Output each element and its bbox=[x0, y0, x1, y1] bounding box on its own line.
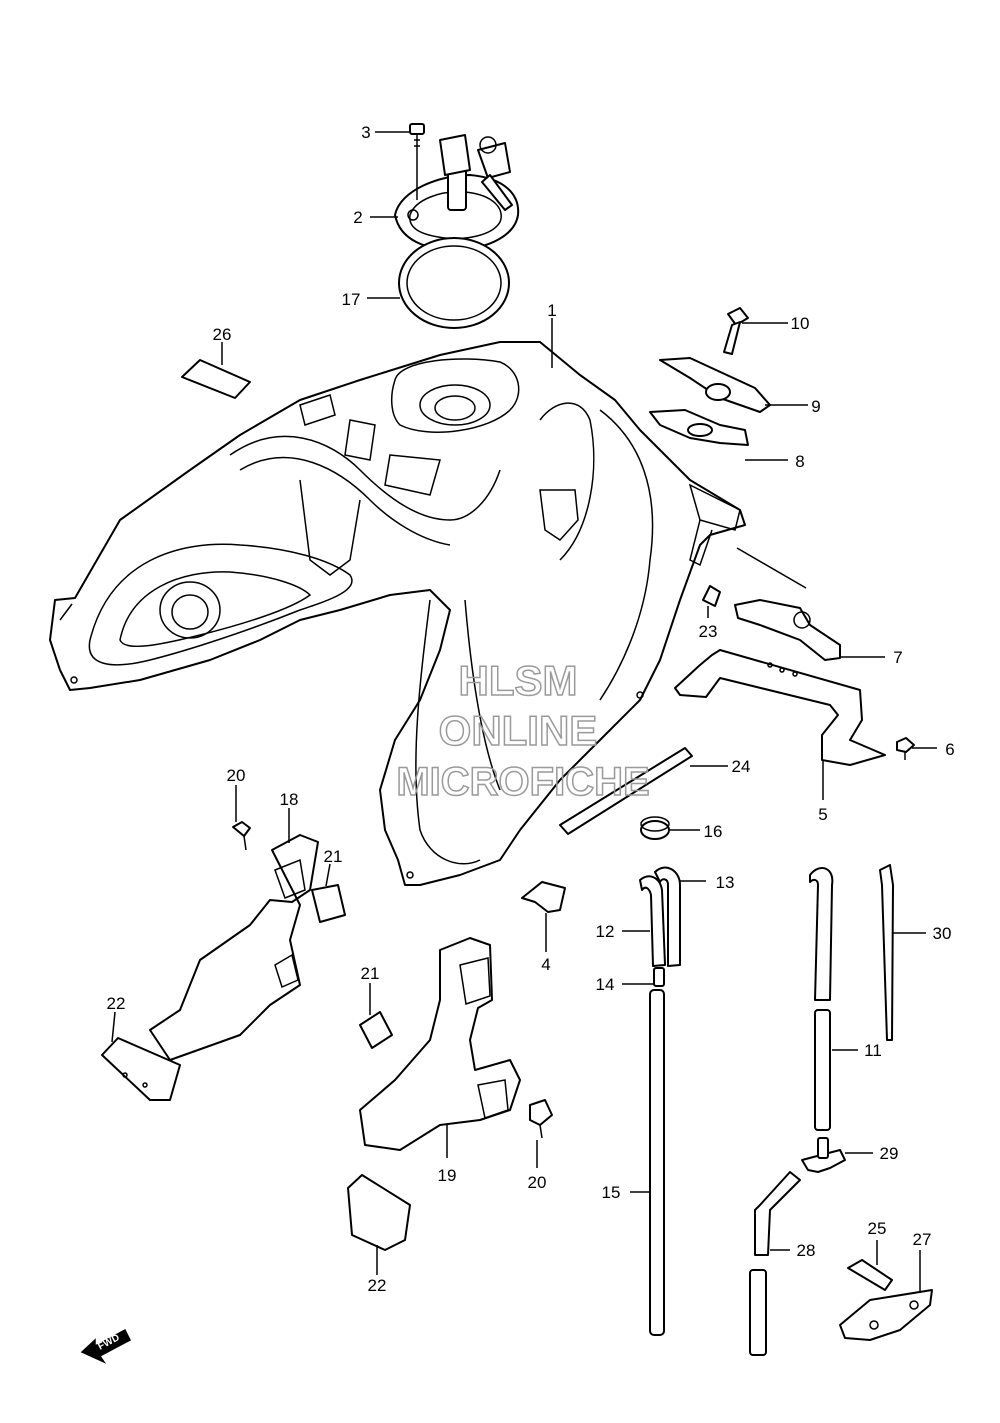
callout-21-lower: 21 bbox=[361, 964, 380, 983]
callout-21-upper: 21 bbox=[324, 847, 343, 866]
callout-6: 6 bbox=[945, 740, 954, 759]
forward-arrow-icon: FWD bbox=[80, 1328, 131, 1364]
right-side-bracket bbox=[347, 937, 553, 1251]
callout-3: 3 bbox=[361, 123, 370, 142]
callout-17: 17 bbox=[342, 290, 361, 309]
callout-24: 24 bbox=[732, 757, 751, 776]
callout-7: 7 bbox=[893, 648, 902, 667]
callout-labels: 1 2 3 4 5 6 7 8 9 10 11 12 13 14 15 16 1… bbox=[107, 123, 955, 1295]
grommet bbox=[640, 816, 670, 840]
hose-clip bbox=[521, 881, 566, 913]
cap-gasket bbox=[398, 237, 510, 329]
fuel-tank bbox=[49, 341, 746, 886]
callout-15: 15 bbox=[602, 1183, 621, 1202]
callout-30: 30 bbox=[933, 924, 952, 943]
watermark-line-3: MICROFICHE bbox=[396, 760, 649, 804]
callout-1: 1 bbox=[547, 301, 556, 320]
callout-29: 29 bbox=[880, 1144, 899, 1163]
rear-bracket-assembly bbox=[674, 585, 915, 766]
foam-strip bbox=[559, 747, 693, 835]
callout-26: 26 bbox=[213, 325, 232, 344]
callout-4: 4 bbox=[541, 955, 550, 974]
callout-13: 13 bbox=[716, 873, 735, 892]
callout-16: 16 bbox=[704, 822, 723, 841]
callout-5: 5 bbox=[818, 805, 827, 824]
callout-8: 8 bbox=[795, 452, 804, 471]
callout-22-lower: 22 bbox=[368, 1276, 387, 1295]
callout-25: 25 bbox=[868, 1219, 887, 1238]
watermark-line-2: ONLINE bbox=[439, 707, 598, 754]
callout-22-left: 22 bbox=[107, 994, 126, 1013]
callout-20-lower: 20 bbox=[528, 1173, 547, 1192]
drain-hoses bbox=[749, 864, 933, 1356]
fuel-cap bbox=[394, 134, 520, 251]
cap-screw bbox=[409, 123, 425, 200]
callout-28: 28 bbox=[797, 1241, 816, 1260]
callout-18: 18 bbox=[280, 790, 299, 809]
callout-14: 14 bbox=[596, 975, 615, 994]
leader-lines bbox=[111, 131, 937, 1293]
callout-10: 10 bbox=[791, 314, 810, 333]
breather-hoses bbox=[639, 866, 681, 1336]
watermark-line-1: HLSM bbox=[459, 657, 578, 704]
callout-20-upper: 20 bbox=[227, 766, 246, 785]
label-pad bbox=[181, 359, 251, 399]
left-side-bracket bbox=[101, 821, 346, 1101]
callout-23: 23 bbox=[699, 622, 718, 641]
callout-2: 2 bbox=[353, 208, 362, 227]
callout-9: 9 bbox=[811, 397, 820, 416]
watermark: HLSM ONLINE MICROFICHE bbox=[396, 656, 651, 805]
rear-mount-parts bbox=[649, 307, 771, 446]
callout-12: 12 bbox=[596, 922, 615, 941]
callout-27: 27 bbox=[913, 1230, 932, 1249]
callout-11: 11 bbox=[864, 1041, 882, 1060]
callout-19: 19 bbox=[438, 1166, 457, 1185]
